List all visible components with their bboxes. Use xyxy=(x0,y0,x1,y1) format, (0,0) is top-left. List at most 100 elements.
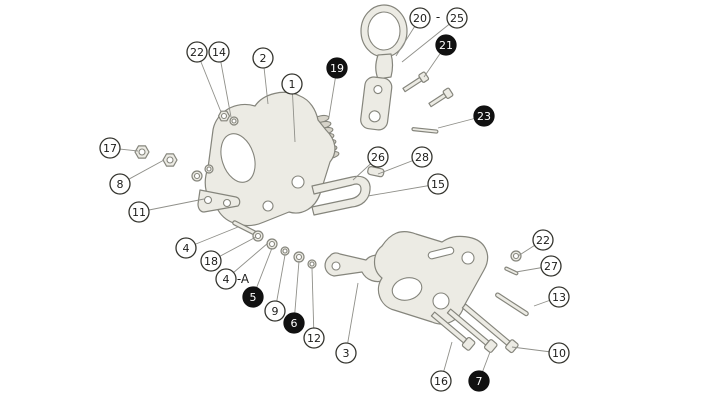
callout-bubble xyxy=(326,57,348,79)
washer xyxy=(266,238,278,250)
callout-suffix: -A xyxy=(237,272,250,286)
callout-number: 15 xyxy=(431,178,445,191)
callout-bubble xyxy=(427,173,449,195)
washer xyxy=(307,259,317,269)
callout-number: 20 xyxy=(413,12,427,25)
main-body-plate xyxy=(204,91,336,227)
small-pin xyxy=(504,266,519,276)
pivot-bracket xyxy=(197,189,241,213)
callout-26: 26 xyxy=(352,146,389,181)
callout-number: 13 xyxy=(552,291,566,304)
callout-3: 3 xyxy=(335,282,359,364)
callout-number: 6 xyxy=(291,317,298,330)
callout-bubble xyxy=(175,237,197,259)
washer xyxy=(293,251,305,263)
callout-number: 26 xyxy=(371,151,385,164)
callout-7: 7 xyxy=(468,351,491,392)
callout-bubble xyxy=(435,34,457,56)
callout-10: 10 xyxy=(511,342,570,364)
annotation-text: - xyxy=(436,10,440,24)
callout-number: 3 xyxy=(343,347,350,360)
callout-bubble xyxy=(252,47,274,69)
callout-number: 19 xyxy=(330,62,344,75)
callout-bubble xyxy=(540,255,562,277)
set-bolt xyxy=(428,87,454,108)
washer xyxy=(252,230,264,242)
callout-bubble xyxy=(409,7,431,29)
callout-number: 22 xyxy=(536,234,550,247)
leader-line xyxy=(138,198,205,213)
washer xyxy=(229,116,239,126)
callout-17: 17 xyxy=(99,137,139,159)
callout-number: 17 xyxy=(103,142,117,155)
callout-bubble xyxy=(200,250,222,272)
callout-15: 15 xyxy=(367,173,449,197)
callout-bubble xyxy=(215,268,237,290)
callout-bubble xyxy=(335,342,357,364)
callout-13: 13 xyxy=(533,286,570,308)
callout-20: 20 xyxy=(395,7,431,57)
callout-bubble xyxy=(473,105,495,127)
leader-line xyxy=(311,267,315,339)
callout-number: 28 xyxy=(415,151,429,164)
callout-number: 21 xyxy=(439,39,453,52)
callout-number: 7 xyxy=(476,375,483,388)
callout-number: 2 xyxy=(260,52,267,65)
callout-number: 10 xyxy=(552,347,566,360)
washer xyxy=(204,164,214,174)
hex-nut xyxy=(162,153,178,167)
clamp-parts xyxy=(134,4,529,354)
handle-pin xyxy=(367,166,385,178)
callout-4: 4 xyxy=(175,226,239,259)
callout-bubble xyxy=(99,137,121,159)
lock-pin xyxy=(411,127,439,134)
callout-bubble xyxy=(411,146,433,168)
callout-bubble xyxy=(430,370,452,392)
callout-number: 22 xyxy=(190,46,204,59)
callout-number: 4 xyxy=(183,242,190,255)
callout-11: 11 xyxy=(128,198,205,223)
callout-bubble xyxy=(532,229,554,251)
leader-line xyxy=(218,51,232,118)
callout-number: 25 xyxy=(450,12,464,25)
callout-number: 11 xyxy=(132,206,146,219)
washer xyxy=(280,246,290,256)
callout-22: 22 xyxy=(517,229,554,257)
clevis-pin xyxy=(495,292,529,317)
callout-bubble xyxy=(303,327,325,349)
callout-4-A: 4 -A xyxy=(215,242,269,290)
callout-bubble xyxy=(128,201,150,223)
callout-number: 4 xyxy=(223,273,230,286)
callout-28: 28 xyxy=(377,146,433,175)
lifting-ring xyxy=(360,4,408,58)
hex-nut xyxy=(134,145,150,159)
callout-number: 5 xyxy=(250,291,257,304)
callout-number: 9 xyxy=(272,305,279,318)
callout-number: 12 xyxy=(307,332,321,345)
callout-bubble xyxy=(264,300,286,322)
washer xyxy=(191,170,203,182)
callout-bubble xyxy=(186,41,208,63)
set-bolt xyxy=(402,71,430,93)
callout-number: 16 xyxy=(434,375,448,388)
callout-6: 6 xyxy=(283,260,305,334)
hex-nut xyxy=(217,110,231,122)
washer xyxy=(510,250,522,262)
callout-25: 25 xyxy=(401,7,468,63)
callout-number: 23 xyxy=(477,110,491,123)
callout-18: 18 xyxy=(200,236,257,272)
socket-bolt xyxy=(430,311,476,351)
callout-bubble xyxy=(548,286,570,308)
leader-line xyxy=(345,282,359,354)
handle-grip xyxy=(311,175,371,216)
callout-19: 19 xyxy=(326,57,348,118)
shackle-link xyxy=(360,53,394,131)
leader-line xyxy=(401,17,458,63)
callout-21: 21 xyxy=(423,34,457,78)
callout-number: 27 xyxy=(544,260,558,273)
callout-9: 9 xyxy=(264,254,286,322)
callout-bubble xyxy=(208,41,230,63)
